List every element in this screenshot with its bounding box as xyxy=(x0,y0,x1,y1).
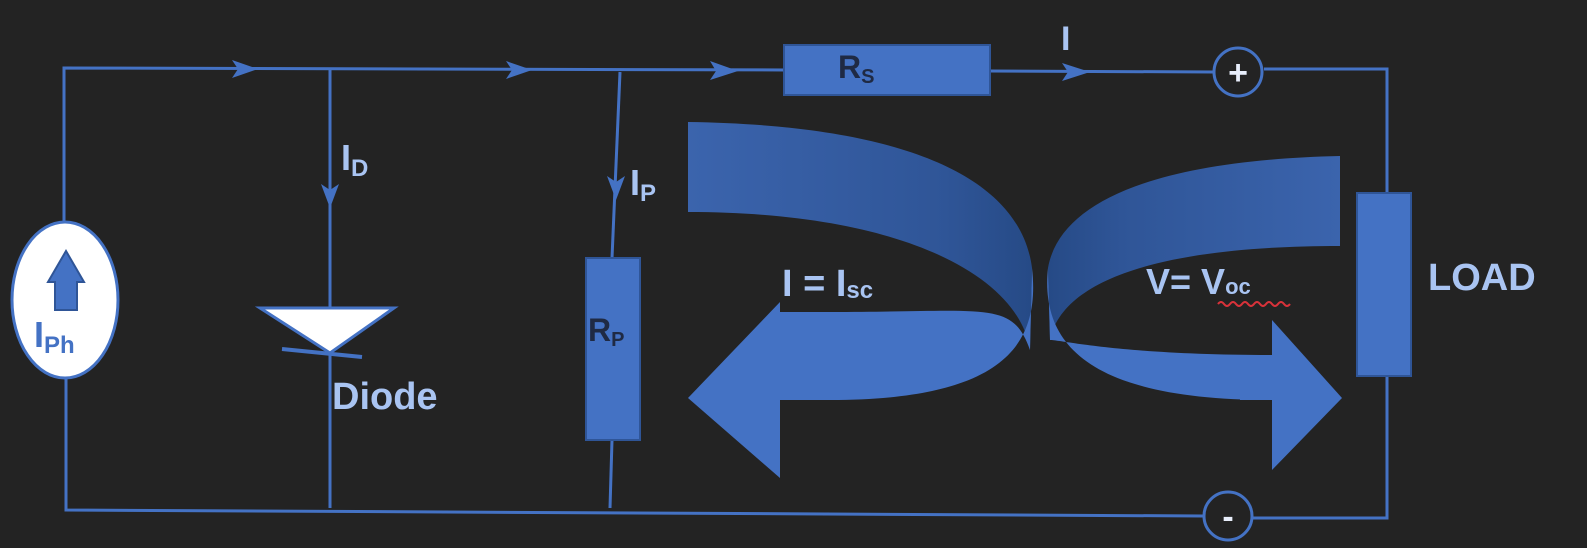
parallel-resistor xyxy=(585,257,641,441)
diode-triangle xyxy=(254,306,399,355)
diode-bar xyxy=(281,347,363,359)
series-resistor xyxy=(783,44,991,96)
minus-terminal-circle xyxy=(1202,490,1254,542)
arrow-up-icon xyxy=(46,249,86,311)
output-current-label: I xyxy=(1061,20,1070,58)
top-wire-right xyxy=(989,69,1214,74)
bottom-wire xyxy=(64,378,1204,518)
top-wire-to-load xyxy=(1264,67,1389,193)
plus-terminal-circle xyxy=(1212,46,1264,98)
photo-current-label: IPh xyxy=(34,314,75,359)
top-wire xyxy=(62,66,787,222)
parallel-resistor-label: RP xyxy=(588,312,624,351)
load-resistor xyxy=(1356,192,1412,377)
plus-terminal: + xyxy=(1212,46,1264,98)
short-circuit-curved-arrow xyxy=(688,122,1034,478)
minus-icon: - xyxy=(1222,498,1233,536)
diode-label: Diode xyxy=(332,376,438,418)
arrow-right-icon xyxy=(232,60,258,78)
photocurrent-source: IPh xyxy=(10,220,120,380)
open-circuit-band-front xyxy=(1047,268,1272,400)
parallel-current-label: IP xyxy=(630,162,656,207)
plus-icon: + xyxy=(1228,54,1248,92)
short-circuit-band-back xyxy=(688,122,1032,350)
parallel-branch-wire-bottom xyxy=(608,439,614,509)
diode-current-label: ID xyxy=(341,137,368,182)
arrow-left-icon xyxy=(688,302,830,478)
open-circuit-label: V= Voc xyxy=(1146,261,1251,302)
load-to-bottom-wire xyxy=(1253,376,1389,520)
open-circuit-curved-arrow xyxy=(1047,156,1342,470)
spellcheck-squiggle xyxy=(1217,301,1291,307)
series-resistor-label: RS xyxy=(838,49,874,88)
open-circuit-band-back xyxy=(1048,156,1340,340)
arrow-down-icon xyxy=(607,176,625,200)
short-circuit-band-front xyxy=(830,268,1034,400)
arrow-right-icon xyxy=(710,61,738,80)
arrow-right-icon xyxy=(506,61,532,79)
short-circuit-label: I = Isc xyxy=(782,263,873,305)
arrow-right-icon xyxy=(1240,310,1342,470)
load-label: LOAD xyxy=(1428,257,1536,299)
arrow-down-icon xyxy=(321,184,339,208)
arrow-right-icon xyxy=(1062,63,1090,81)
circuit-wires xyxy=(62,66,1389,520)
minus-terminal: - xyxy=(1202,490,1254,542)
parallel-branch-wire-top xyxy=(610,71,622,259)
diode-symbol xyxy=(254,306,399,359)
current-direction-arrows xyxy=(232,60,1090,208)
